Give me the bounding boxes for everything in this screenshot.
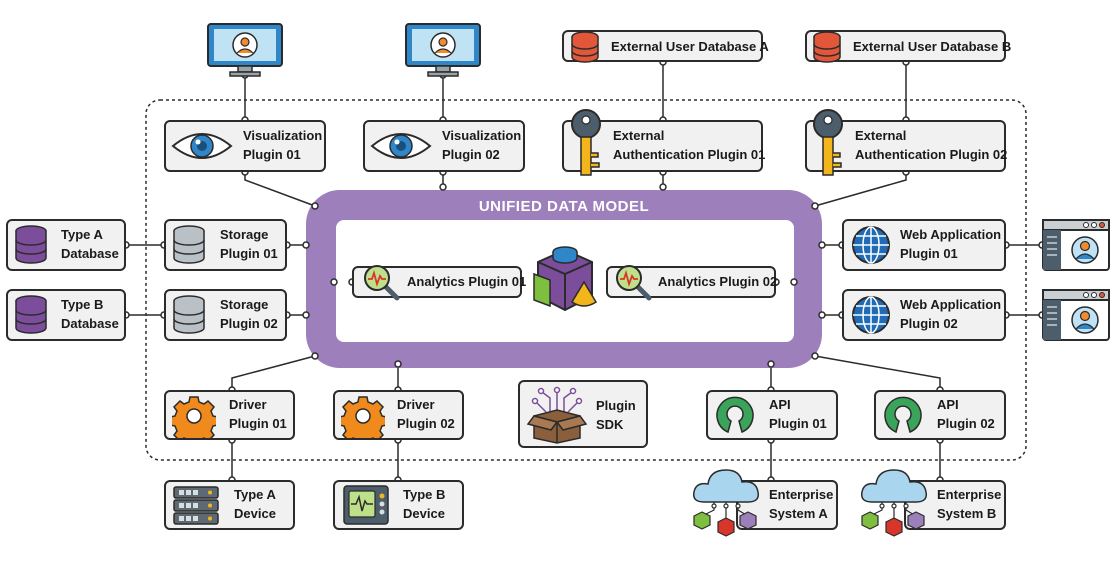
web-application-plugin-02-line1: Web Application	[900, 297, 1002, 312]
web-application-plugin-01-line2: Plugin 01	[900, 246, 958, 261]
visualization-plugin-02-line2: Plugin 02	[442, 147, 500, 162]
type-a-database-line2: Database	[61, 246, 119, 261]
cloud-network-icon	[692, 469, 760, 537]
driver-plugin-01-line1: Driver	[229, 397, 267, 412]
monitor-user-icon	[207, 23, 283, 77]
monitor-user-icon	[405, 23, 481, 77]
type-a-database-line1: Type A	[61, 227, 103, 242]
api-plugin-02-line2: Plugin 02	[937, 416, 995, 431]
external-authentication-plugin-02-line2: Authentication Plugin 02	[855, 147, 1008, 162]
browser-user-icon	[1042, 289, 1110, 341]
data-cube-icon	[533, 246, 598, 312]
type-b-database-line2: Database	[61, 316, 119, 331]
type-b-device-line1: Type B	[403, 487, 446, 502]
database-icon	[15, 295, 47, 334]
gear-icon	[341, 396, 385, 438]
driver-plugin-02-line2: Plugin 02	[397, 416, 455, 431]
enterprise-system-a-line1: Enterprise	[769, 487, 834, 502]
external-user-database-b-label: External User Database B	[853, 39, 1012, 54]
driver-plugin-02-line1: Driver	[397, 397, 435, 412]
plugin-boundary	[145, 99, 1027, 461]
globe-icon	[852, 226, 890, 264]
api-plugin-01-line2: Plugin 01	[769, 416, 827, 431]
plugin-sdk-line1: Plugin	[596, 398, 636, 413]
web-application-plugin-01-line1: Web Application	[900, 227, 1002, 242]
enterprise-system-a-line2: System A	[769, 506, 828, 521]
gear-icon	[172, 396, 216, 438]
analytics-plugin-02-label: Analytics Plugin 02	[658, 274, 778, 289]
analytics-plugin-01-label: Analytics Plugin 01	[407, 274, 527, 289]
visualization-plugin-01-line1: Visualization	[243, 128, 323, 143]
enterprise-system-b-line2: System B	[937, 506, 997, 521]
database-icon	[813, 31, 841, 63]
plugin-sdk-line2: SDK	[596, 417, 624, 432]
database-icon	[571, 31, 599, 63]
type-b-database-line1: Type B	[61, 297, 104, 312]
web-application-plugin-02-line2: Plugin 02	[900, 316, 958, 331]
api-plugin-01-line1: API	[769, 397, 791, 412]
key-icon	[813, 109, 843, 176]
database-icon	[15, 225, 47, 264]
enterprise-system-b-line1: Enterprise	[937, 487, 1002, 502]
magnifier-chart-icon	[364, 265, 400, 301]
browser-user-icon	[1042, 219, 1110, 271]
database-icon	[173, 295, 205, 334]
api-plugin-02-line1: API	[937, 397, 959, 412]
type-a-device-line1: Type A	[234, 487, 276, 502]
open-source-icon	[884, 396, 922, 434]
storage-plugin-02-line1: Storage	[220, 297, 269, 312]
external-authentication-plugin-01-line2: Authentication Plugin 01	[613, 147, 766, 162]
server-rack-icon	[173, 486, 219, 525]
database-icon	[173, 225, 205, 264]
visualization-plugin-02-line1: Visualization	[442, 128, 522, 143]
external-authentication-plugin-01-line1: External	[613, 128, 665, 143]
driver-plugin-01-line2: Plugin 01	[229, 416, 287, 431]
key-icon	[571, 109, 601, 176]
cloud-network-icon	[860, 469, 928, 537]
magnifier-chart-icon	[616, 265, 652, 301]
unified-data-model-title: UNIFIED DATA MODEL	[478, 198, 650, 215]
storage-plugin-01-line2: Plugin 01	[220, 246, 278, 261]
external-user-database-a-label: External User Database A	[611, 39, 769, 54]
open-source-icon	[716, 396, 754, 434]
device-monitor-icon	[343, 485, 389, 525]
type-b-device-line2: Device	[403, 506, 445, 521]
storage-plugin-02-line2: Plugin 02	[220, 316, 278, 331]
external-authentication-plugin-02-line1: External	[855, 128, 907, 143]
eye-icon	[370, 133, 432, 159]
visualization-plugin-01-line2: Plugin 01	[243, 147, 301, 162]
globe-icon	[852, 296, 890, 334]
storage-plugin-01-line1: Storage	[220, 227, 269, 242]
type-a-device-line2: Device	[234, 506, 276, 521]
box-circuit-icon	[526, 386, 588, 444]
eye-icon	[171, 133, 233, 159]
